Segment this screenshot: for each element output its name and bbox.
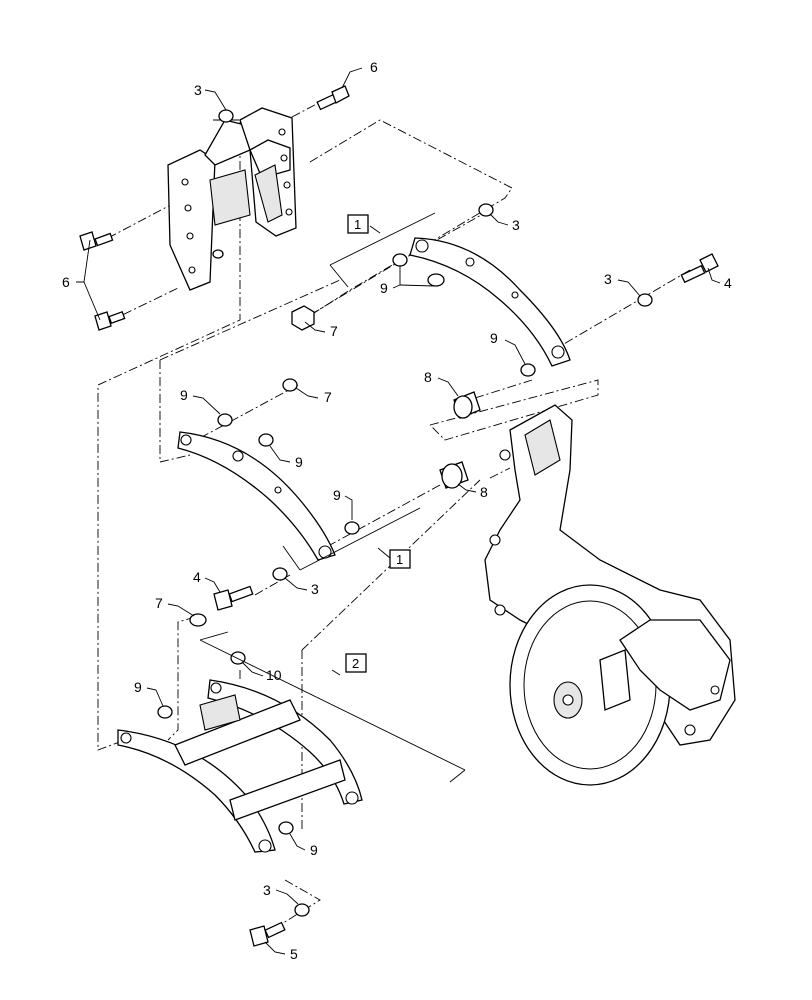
parallel-linkage-frame	[117, 679, 363, 853]
callout-4-right-bolt: 4	[724, 275, 732, 291]
bushing-8-upper	[453, 391, 481, 419]
callout-9-lower-arm-end: 9	[333, 487, 341, 503]
callout-7-frame-nut: 7	[155, 595, 163, 611]
bolt-6-top	[316, 85, 350, 111]
callout-9-frame-top: 9	[134, 679, 142, 695]
callout-4-left-bolt: 4	[193, 569, 201, 585]
bolt-5	[249, 921, 286, 947]
callout-7-lower-nut: 7	[324, 389, 332, 405]
lower-link-arm	[177, 431, 336, 561]
callout-5-bolt: 5	[290, 946, 298, 962]
bolt-4-right	[680, 253, 719, 284]
boxed-callout-1-lower: 1	[389, 549, 411, 569]
callout-8-upper-bushing: 8	[424, 369, 432, 385]
callout-9-upper-arm: 9	[380, 280, 388, 296]
callout-leaders	[76, 67, 721, 955]
row-unit-assembly	[484, 404, 736, 786]
callout-9-lower-arm-top: 9	[180, 387, 188, 403]
callout-3-lower-arm: 3	[311, 581, 319, 597]
callout-3-right: 3	[604, 271, 612, 287]
bolt-6-left-upper	[79, 231, 114, 251]
upper-link-arm	[409, 237, 571, 367]
boxed-callout-2: 2	[345, 653, 367, 673]
boxed-callout-1-upper-label: 1	[354, 217, 361, 232]
bushing-8-lower	[439, 461, 469, 489]
boxed-callout-1-upper: 1	[347, 214, 369, 234]
boxed-callout-brackets	[199, 212, 466, 783]
small-hardware	[157, 109, 653, 917]
callout-3-upper-arm: 3	[512, 217, 520, 233]
boxed-callout-2-label: 2	[352, 656, 359, 671]
callout-6-top-bolt: 6	[370, 59, 378, 75]
callout-3-top-bracket: 3	[194, 82, 202, 98]
bolt-4-left	[213, 585, 254, 611]
callout-9-frame-bottom: 9	[310, 842, 318, 858]
bolt-6-left-lower	[94, 311, 126, 331]
boxed-callout-1-lower-label: 1	[396, 552, 403, 567]
callout-3-bottom: 3	[263, 882, 271, 898]
mounting-bracket	[167, 107, 297, 291]
callout-9-lower-arm-mid: 9	[295, 454, 303, 470]
callout-9-upper-arm-end: 9	[490, 330, 498, 346]
callout-6-left-bolts: 6	[62, 274, 70, 290]
callout-7-upper-nut: 7	[330, 323, 338, 339]
callout-10-frame: 10	[266, 667, 282, 683]
callout-8-lower-bushing: 8	[480, 484, 488, 500]
